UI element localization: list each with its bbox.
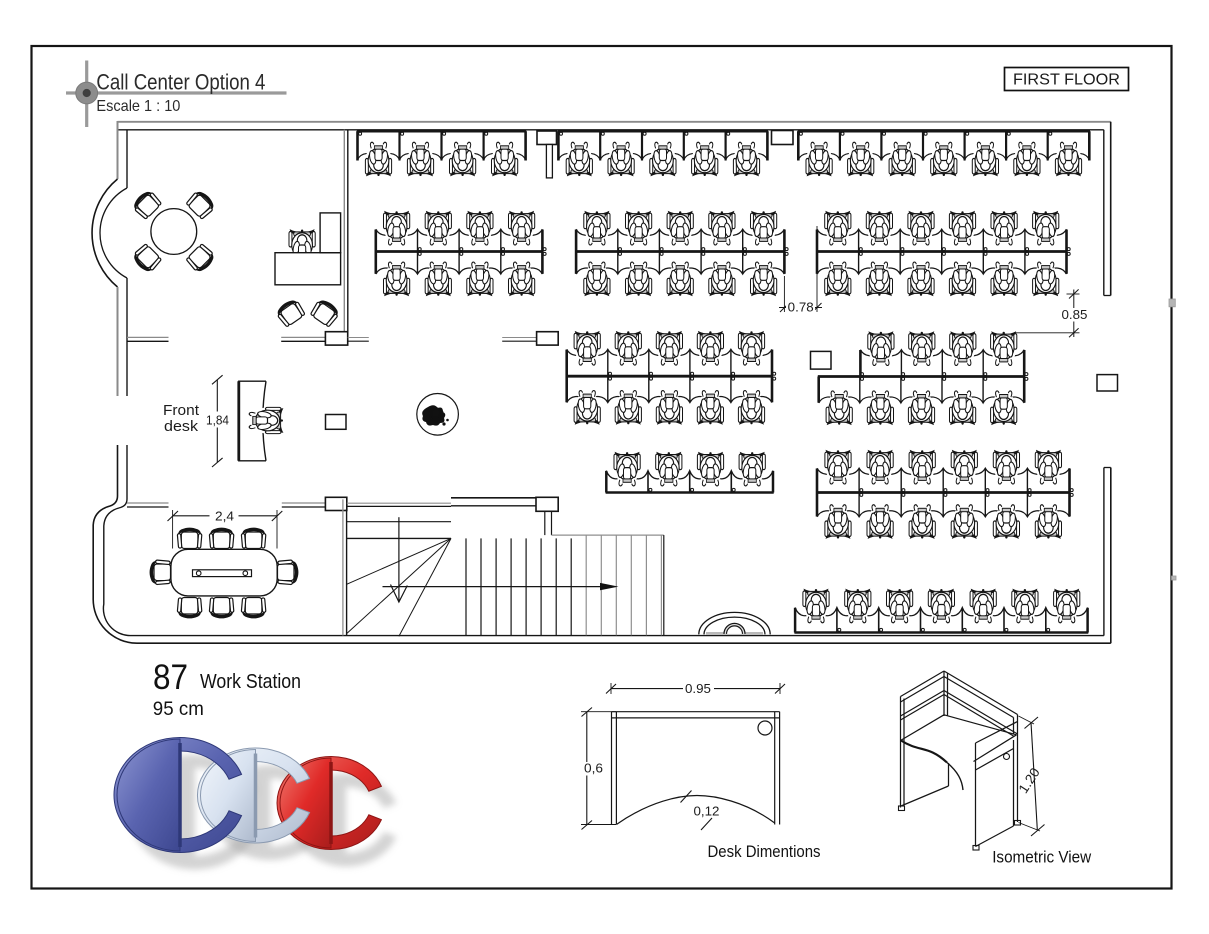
svg-text:0,6: 0,6 [584, 762, 603, 776]
svg-text:1,84: 1,84 [206, 412, 229, 427]
svg-text:0,12: 0,12 [694, 805, 720, 819]
svg-text:Desk Dimentions: Desk Dimentions [708, 843, 821, 861]
svg-text:Isometric View: Isometric View [992, 849, 1091, 867]
svg-text:0.85: 0.85 [1062, 308, 1088, 322]
svg-text:0.95: 0.95 [685, 682, 711, 696]
svg-text:0.78: 0.78 [788, 300, 814, 314]
svg-text:desk: desk [164, 418, 199, 435]
svg-text:Front: Front [163, 402, 200, 419]
svg-text:Call Center Option 4: Call Center Option 4 [96, 70, 265, 95]
svg-text:87: 87 [153, 658, 188, 697]
svg-text:2,4: 2,4 [215, 508, 234, 523]
svg-text:FIRST FLOOR: FIRST FLOOR [1013, 71, 1120, 88]
svg-text:Work Station: Work Station [200, 670, 301, 693]
svg-text:95 cm: 95 cm [153, 699, 204, 720]
svg-text:Escale 1 : 10: Escale 1 : 10 [96, 98, 180, 115]
